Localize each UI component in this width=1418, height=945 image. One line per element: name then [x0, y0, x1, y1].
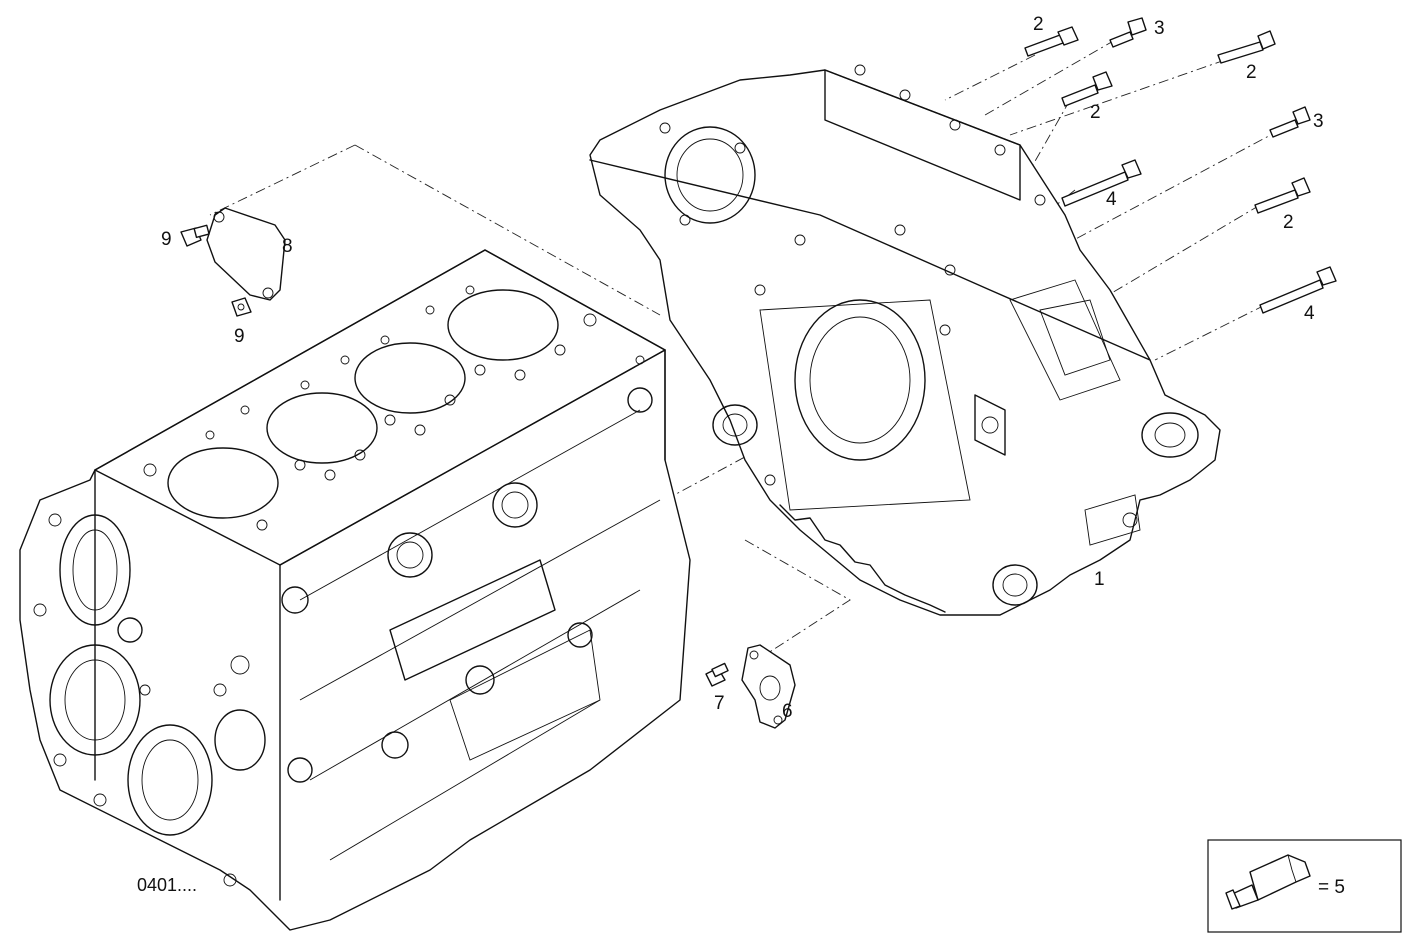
bolt-4b	[1259, 266, 1337, 314]
cover-screw-lower	[231, 297, 252, 317]
legend-text: = 5	[1318, 877, 1345, 898]
bolts	[1024, 17, 1337, 314]
callout-9: 9	[234, 326, 245, 347]
callout-3: 3	[1154, 18, 1165, 39]
callout-2: 2	[1246, 62, 1257, 83]
reference-code: 0401....	[137, 875, 197, 895]
bolt-2c	[1061, 71, 1113, 107]
bolt-3b	[1269, 106, 1311, 138]
sealant-tube-icon	[1225, 854, 1311, 910]
callout-2: 2	[1283, 212, 1294, 233]
bolt-2a	[1024, 26, 1079, 57]
cover-plate	[206, 207, 286, 301]
gasket-screw	[705, 662, 729, 687]
leader-lines	[209, 39, 1281, 656]
callout-4: 4	[1304, 303, 1315, 324]
callout-6: 6	[782, 701, 793, 722]
callout-3: 3	[1313, 111, 1324, 132]
callout-1: 1	[1094, 569, 1105, 590]
cover-screw-upper	[180, 224, 210, 247]
engine-block	[19, 249, 691, 931]
gasket	[741, 644, 796, 729]
callout-2: 2	[1033, 14, 1044, 35]
callout-labels: 2 3 2 2 3 4 2 4 1 9 8 9 7 6	[161, 14, 1324, 722]
callout-4: 4	[1106, 189, 1117, 210]
flywheel-housing	[589, 64, 1221, 616]
bolt-2b	[1217, 30, 1276, 64]
callout-9: 9	[161, 229, 172, 250]
legend-box: = 5	[1207, 839, 1402, 933]
bolt-2d	[1254, 177, 1311, 214]
callout-7: 7	[714, 693, 725, 714]
callout-8: 8	[282, 236, 293, 257]
bolt-3a	[1109, 17, 1147, 48]
callout-2: 2	[1090, 102, 1101, 123]
bolt-4a	[1061, 159, 1142, 207]
